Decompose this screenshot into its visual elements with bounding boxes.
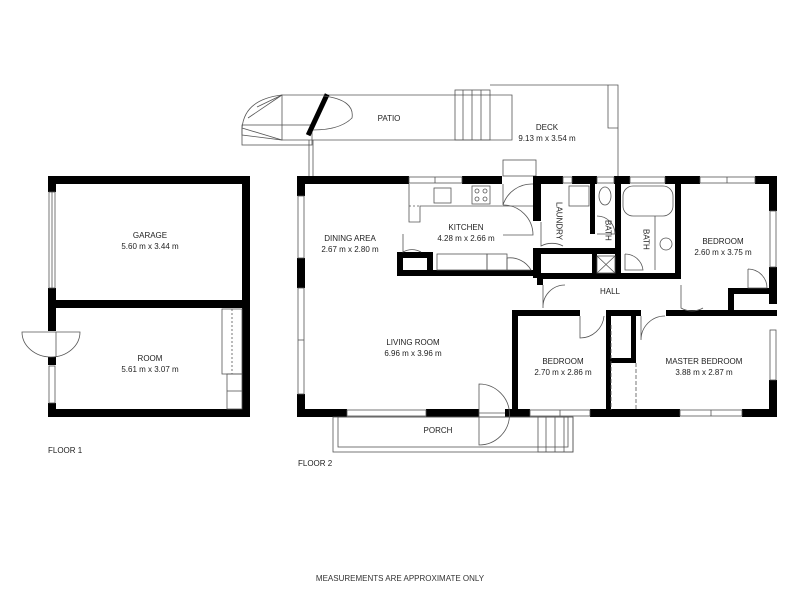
floor1-walls xyxy=(21,176,250,417)
floor-2-label: FLOOR 2 xyxy=(298,459,333,468)
room-bedroom-2: BEDROOM 2.70 m x 2.86 m xyxy=(534,356,591,378)
floor-1-label: FLOOR 1 xyxy=(48,446,83,455)
room-porch: PORCH xyxy=(424,425,453,436)
room-laundry: LAUNDRY xyxy=(554,202,565,240)
room-name: LAUNDRY xyxy=(554,202,564,241)
room-name: PORCH xyxy=(423,426,453,435)
room-dims: 5.61 m x 3.07 m xyxy=(121,365,179,374)
room-dims: 6.96 m x 3.96 m xyxy=(384,349,442,358)
room-name: BATH xyxy=(603,220,613,241)
room-dims: 5.60 m x 3.44 m xyxy=(121,242,179,251)
room-dims: 2.70 m x 2.86 m xyxy=(534,368,592,377)
room-deck: DECK 9.13 m x 3.54 m xyxy=(518,122,575,144)
room-name: DINING AREA xyxy=(324,234,376,243)
measurement-disclaimer: MEASUREMENTS ARE APPROXIMATE ONLY xyxy=(315,574,485,583)
room-name: GARAGE xyxy=(132,231,168,240)
floor2-windows xyxy=(297,176,777,417)
room-dims: 2.67 m x 2.80 m xyxy=(321,245,379,254)
room-dims: 3.88 m x 2.87 m xyxy=(675,368,733,377)
room-name: BEDROOM xyxy=(702,237,744,246)
room-bath-small: BATH xyxy=(603,220,614,241)
room-dining-area: DINING AREA 2.67 m x 2.80 m xyxy=(321,233,378,255)
room-patio: PATIO xyxy=(378,113,401,124)
room-name: BEDROOM xyxy=(542,357,584,366)
room-dims: 4.28 m x 2.66 m xyxy=(437,234,495,243)
room-hall: HALL xyxy=(600,286,620,297)
room-dims: 9.13 m x 3.54 m xyxy=(518,134,576,143)
room-name: DECK xyxy=(535,123,559,132)
floor2-walls xyxy=(297,176,777,417)
room-master-bedroom: MASTER BEDROOM 3.88 m x 2.87 m xyxy=(666,356,743,378)
room-name: PATIO xyxy=(377,114,401,123)
room-name: ROOM xyxy=(137,354,163,363)
room-name: BATH xyxy=(641,229,651,250)
room-name: LIVING ROOM xyxy=(386,338,440,347)
room-bedroom-1: BEDROOM 2.60 m x 3.75 m xyxy=(694,236,751,258)
doors xyxy=(402,183,768,446)
room-name: HALL xyxy=(599,287,621,296)
fixtures xyxy=(332,184,674,453)
room-garage: GARAGE 5.60 m x 3.44 m xyxy=(121,230,178,252)
room-living-room: LIVING ROOM 6.96 m x 3.96 m xyxy=(384,337,441,359)
room-name: KITCHEN xyxy=(448,223,484,232)
room-bath: BATH xyxy=(641,229,652,250)
room-name: MASTER BEDROOM xyxy=(665,357,743,366)
room-room: ROOM 5.61 m x 3.07 m xyxy=(121,353,178,375)
patio-deck-outline xyxy=(241,84,619,177)
room-kitchen: KITCHEN 4.28 m x 2.66 m xyxy=(437,222,494,244)
room-dims: 2.60 m x 3.75 m xyxy=(694,248,752,257)
